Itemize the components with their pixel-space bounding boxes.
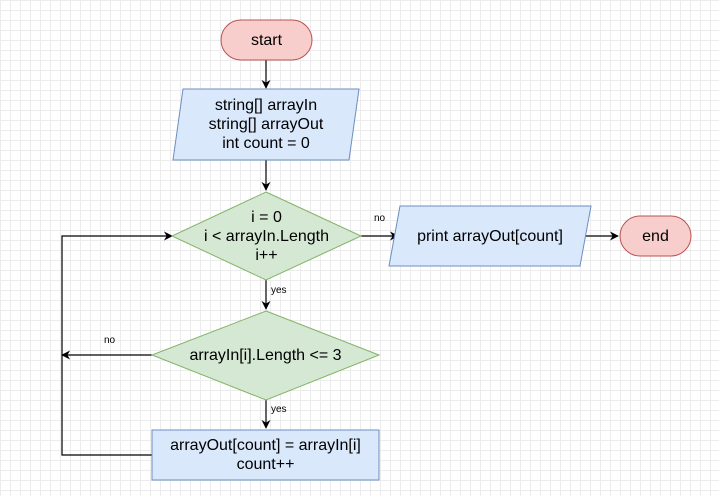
assign-process-box	[151, 429, 380, 481]
print-label: print arrayOut[count]	[417, 227, 563, 245]
edge-assign-loopback	[61, 231, 173, 456]
start-label: start	[250, 31, 283, 49]
end-terminal	[619, 215, 692, 257]
assign-label: arrayOut[count] = arrayIn[i] count++	[152, 430, 379, 480]
loop-decision	[170, 191, 363, 281]
loop-line-2: i < arrayIn.Length	[204, 227, 329, 245]
check-decision	[150, 310, 381, 401]
loop-label: i = 0 i < arrayIn.Length i++	[172, 192, 361, 280]
check-label: arrayIn[i].Length <= 3	[189, 347, 342, 364]
print-io-box	[388, 205, 592, 267]
assign-line-2: count++	[236, 456, 295, 473]
declare-line-3: int count = 0	[222, 135, 310, 152]
end-label: end	[642, 227, 669, 245]
edge-label-loop-no: no	[374, 213, 386, 224]
edge-label-check-yes: yes	[271, 404, 287, 415]
edge-label-check-no: no	[104, 335, 116, 346]
declare-line-2: string[] arrayOut	[208, 116, 324, 133]
assign-line-1: arrayOut[count] = arrayIn[i]	[170, 437, 361, 454]
declare-line-1: string[] arrayIn	[214, 97, 318, 114]
loop-line-3: i++	[255, 246, 278, 264]
edge-label-loop-yes: yes	[271, 285, 287, 296]
loop-line-1: i = 0	[251, 208, 282, 226]
declare-label: string[] arrayIn string[] arrayOut int c…	[178, 89, 354, 160]
start-terminal	[220, 19, 313, 61]
declare-io-box	[172, 88, 360, 161]
